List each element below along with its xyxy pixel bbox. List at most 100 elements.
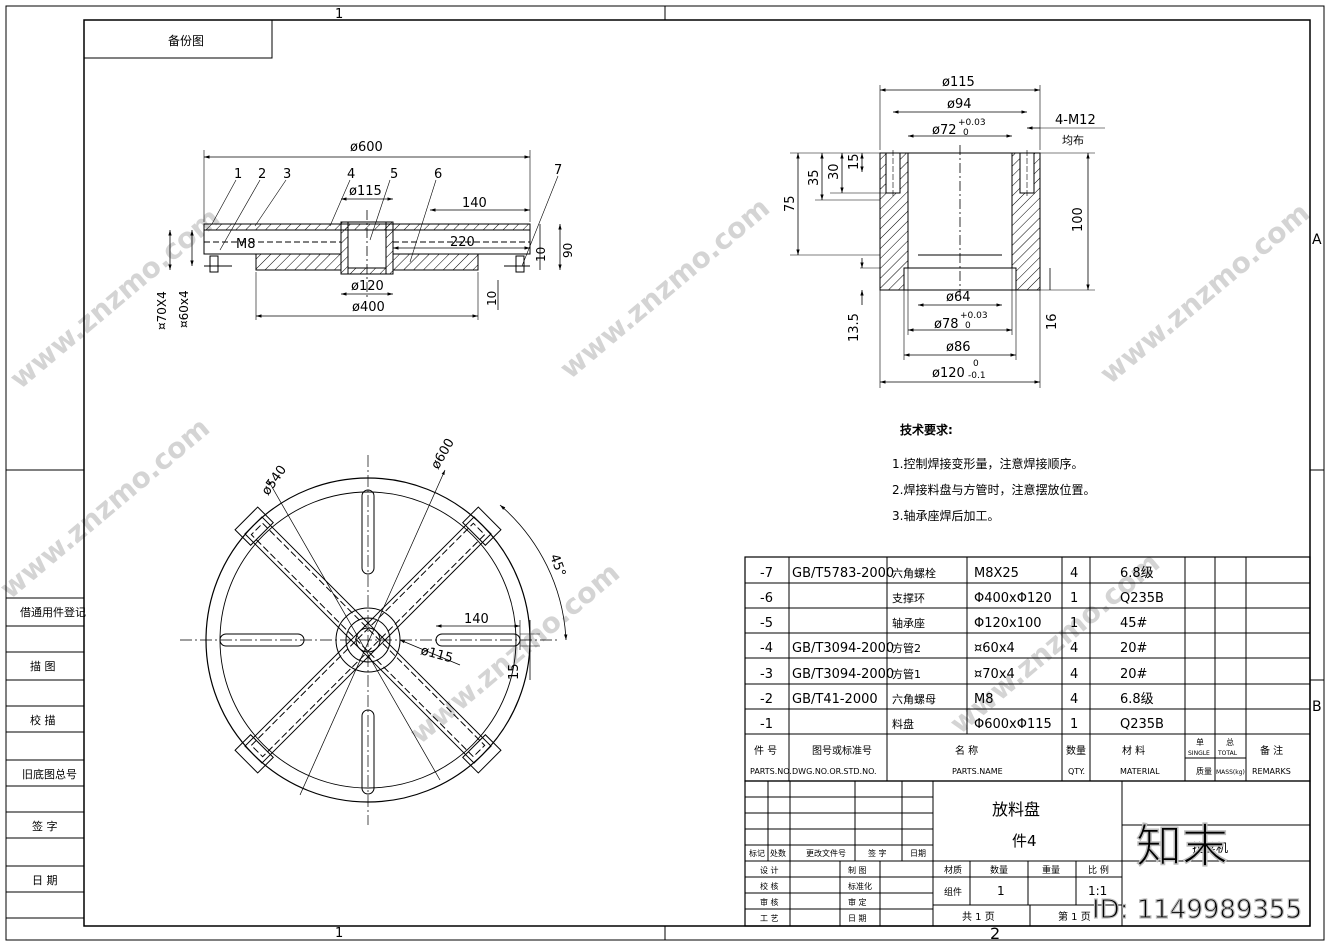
bom-row-mat: 6.8级 [1120,692,1154,707]
hub-tol-120-low: -0.1 [968,371,986,381]
hub-dim-120: ø120 [932,366,965,381]
title-part-number: 件4 [1012,832,1037,850]
bom-row-spec: Φ600xΦ115 [974,717,1052,732]
tb-hdr-qty: 数量 [990,864,1008,876]
bom-row-spec: M8X25 [974,566,1019,581]
side-stamp-label-6: 日 期 [32,874,58,887]
hub-dim-94: ø94 [947,97,972,112]
bom-row-name: 六角螺母 [892,693,936,706]
hub-dim-16: 16 [1045,313,1060,330]
hub-dim-86: ø86 [946,340,971,355]
bom-row-name: 方管1 [892,667,921,681]
bom-row-no: -4 [760,641,773,656]
bom-row-qty: 4 [1070,641,1078,656]
bom-row: -1 料盘 Φ600xΦ115 1 Q235B [760,717,1164,732]
bom-row-mat: 20# [1120,667,1147,682]
technical-notes: 技术要求: 1.控制焊接变形量，注意焊接顺序。 2.焊接料盘与方管时，注意摆放位… [892,422,1095,523]
balloon-7: 7 [554,163,562,178]
top-dim-140: 140 [464,612,489,627]
tb-hdr-weight: 重量 [1042,864,1060,876]
front-dim-220: 220 [450,235,475,250]
bom-header: 件 号 PARTS.NO. 图号或标准号 DWG.NO.OR.STD.NO. 名… [750,737,1291,776]
rev-label-4: 签 字 [868,848,887,858]
front-dim-600: ø600 [350,140,383,155]
bom-row-spec: M8 [974,692,994,707]
frame [5,5,1325,941]
front-dim-m8: M8 [236,237,256,252]
bom-hdr-single-en: SINGLE [1188,750,1210,757]
bom-row-no: -6 [760,591,773,606]
hub-tol-78-up: +0.03 [960,311,988,321]
tb-row-qty: 1 [997,884,1005,898]
bom-hdr-no-cn: 件 号 [754,745,777,757]
bom-row-no: -7 [760,566,773,581]
hub-tol-72-low: 0 [963,128,969,138]
hub-dim-30: 30 [827,163,842,180]
hub-tol-78-low: 0 [965,321,971,331]
hub-tol-72-up: +0.03 [958,118,986,128]
rev-label-5: 日期 [910,849,926,858]
backup-title-box [83,19,273,59]
hub-dim-115: ø115 [942,75,975,90]
bom-row-std: GB/T5783-2000 [792,566,894,581]
hub-section-view [790,85,1105,388]
bom-hdr-mat-en: MATERIAL [1120,767,1160,776]
front-dim-120: ø120 [351,279,384,294]
notes-title: 技术要求: [900,422,953,437]
bom-row-mat: 20# [1120,641,1147,656]
bom-hdr-no-en: PARTS.NO. [750,767,792,776]
sign-label-1: 设 计 [760,865,779,875]
bom-row: -4 GB/T3094-2000 方管2 ¤60x4 4 20# [760,641,1147,656]
hub-tol-120-up: 0 [973,359,979,369]
hub-dim-35: 35 [807,169,822,186]
hub-dim-m12: 4-M12 [1055,113,1096,128]
hub-dim-72: ø72 [932,123,957,138]
hub-dim-15: 15 [847,153,862,170]
bom-hdr-name-en: PARTS.NAME [952,767,1003,776]
front-dim-115: ø115 [349,184,382,199]
zone-bottom-2: 2 [990,924,1000,943]
top-view [180,455,568,825]
side-stamp [5,597,85,919]
bom-table [744,556,1311,782]
bom-row-spec: Φ120x100 [974,616,1042,631]
bom-hdr-std-cn: 图号或标准号 [812,745,872,757]
bom-row-spec: ¤70x4 [974,667,1015,682]
bom-row: -7 GB/T5783-2000 六角螺栓 M8X25 4 6.8级 [760,566,1154,581]
balloon-3: 3 [283,167,291,182]
sign-label2-1: 制 图 [848,865,867,875]
hub-dim-100: 100 [1071,207,1086,232]
sign-label-2: 校 核 [760,881,779,891]
sign-label-4: 工 艺 [760,914,779,923]
bom-row: -3 GB/T3094-2000 方管1 ¤70x4 4 20# [760,667,1147,682]
balloon-5: 5 [390,167,398,182]
top-dim-15: 15 [507,663,522,680]
bom-hdr-remark-en: REMARKS [1252,767,1291,776]
bom-row-name: 方管2 [892,641,921,655]
front-dim-10b: 10 [485,291,499,306]
balloon-4: 4 [347,167,355,182]
bom-row-qty: 1 [1070,591,1078,606]
top-dim-45: 45° [546,552,568,579]
zone-top-1: 1 [335,7,343,22]
bom-row-qty: 1 [1070,717,1078,732]
bom-hdr-total-cn: 总 [1226,737,1234,747]
rev-label-1: 标记 [749,848,765,858]
zone-bottom-1: 1 [335,926,343,941]
bom-hdr-remark-cn: 备 注 [1260,744,1283,757]
sign-label2-2: 标准化 [848,881,872,891]
top-dim-600: ø600 [428,436,457,472]
bom-row-spec: Φ400xΦ120 [974,591,1052,606]
bom-hdr-single-cn: 单 [1196,737,1204,747]
bom-row-qty: 4 [1070,692,1078,707]
sign-label-3: 审 核 [760,897,779,907]
watermark-4: www.znzmo.com [0,411,216,605]
bom-row-spec: ¤60x4 [974,641,1015,656]
sign-label2-4: 日 期 [848,914,867,923]
bom-row-std: GB/T3094-2000 [792,667,894,682]
zone-right-b: B [1312,699,1322,715]
hub-dim-13-5: 13.5 [847,313,862,342]
front-dim-90: 90 [561,243,575,258]
id-watermark: ID: 1149989355 [1092,895,1302,925]
front-dim-400: ø400 [352,300,385,315]
